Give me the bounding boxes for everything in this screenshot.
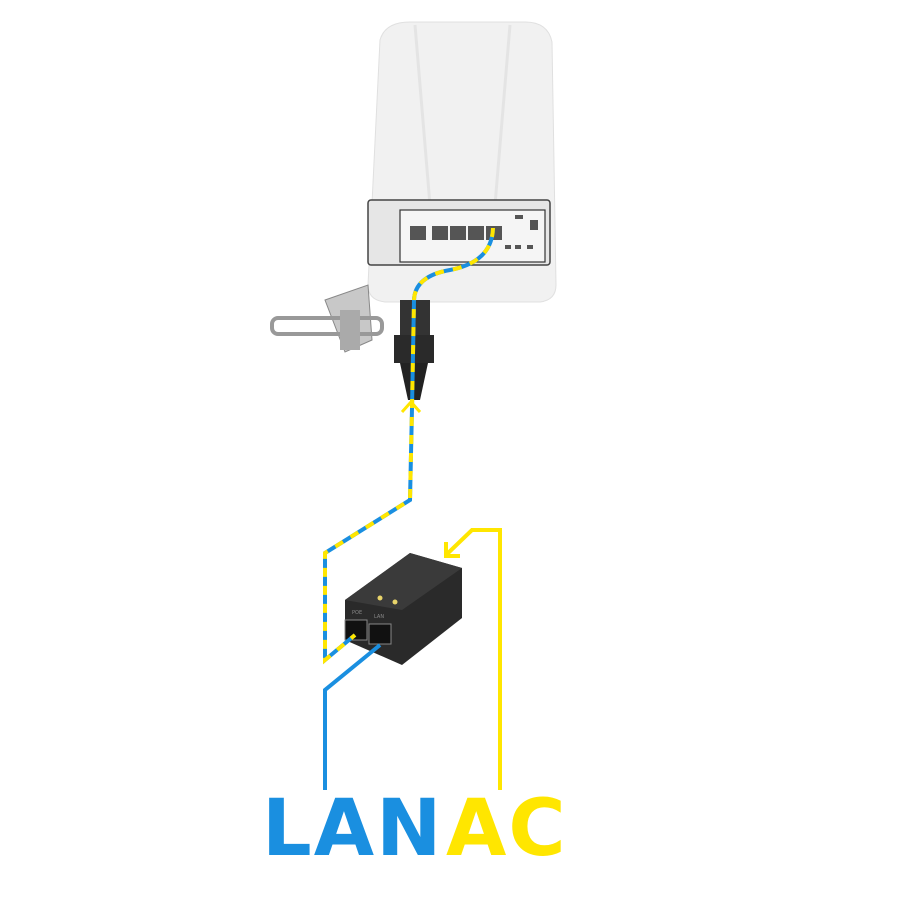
lan-cable — [323, 643, 382, 790]
arrow-up-icon — [400, 399, 422, 414]
lan-label: LAN — [262, 784, 444, 874]
poe-port-label: POE — [352, 610, 362, 616]
poe-injector: POE LAN — [344, 553, 462, 665]
mounting-bracket — [270, 284, 384, 353]
lan-port-label: LAN — [374, 614, 384, 620]
arrow-icon — [444, 542, 460, 558]
outdoor-router — [367, 21, 557, 303]
ac-cable — [444, 528, 502, 790]
poe-cable — [323, 227, 495, 665]
ac-label: AC — [446, 784, 568, 874]
